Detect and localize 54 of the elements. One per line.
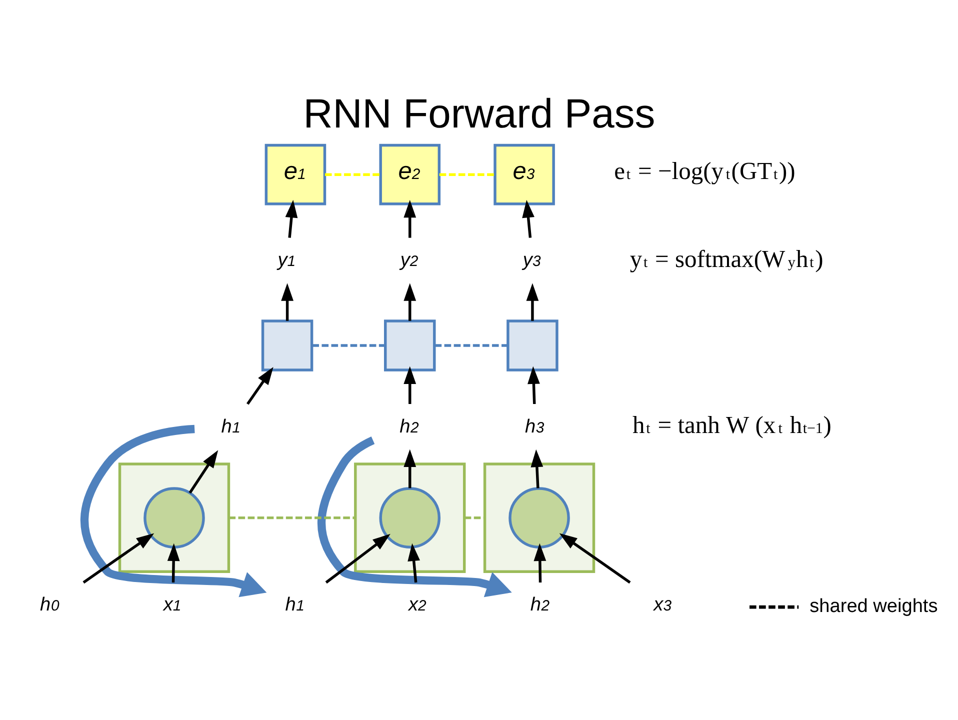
label: et = −log(yt(GTt)) (614, 158, 796, 185)
node-text: y2 (400, 250, 418, 271)
node-circle (144, 486, 205, 548)
arrow (285, 199, 298, 238)
arrow (528, 366, 540, 404)
node-text: x3 (654, 594, 672, 616)
node-text: h3 (524, 416, 544, 437)
arrow (404, 366, 416, 404)
cluster (483, 462, 596, 572)
diagram-title: RNN Forward Pass (303, 90, 656, 136)
arrow (404, 199, 416, 238)
connector (464, 516, 485, 519)
arrow (404, 282, 416, 320)
node-box: e1 (264, 143, 326, 205)
node-text: h0 (40, 594, 60, 616)
node-circle (508, 486, 570, 548)
node-circle (379, 486, 441, 548)
connector (434, 344, 508, 346)
arrow (318, 436, 512, 597)
cluster (354, 462, 466, 572)
arrow (404, 448, 416, 488)
node-text: h2 (400, 416, 419, 437)
arrow (530, 448, 544, 488)
node-text: h1 (285, 594, 304, 616)
arrow (167, 542, 180, 582)
arrow (188, 450, 218, 494)
arrow (325, 533, 390, 584)
node-text: h1 (221, 416, 240, 437)
arrow (526, 282, 539, 320)
arrow (246, 366, 274, 404)
node-text: y3 (522, 250, 541, 271)
node-text: h2 (530, 594, 550, 616)
arrow (534, 542, 546, 582)
connector (439, 172, 494, 176)
connector (312, 344, 386, 346)
node-text: x2 (408, 594, 426, 616)
arrow (80, 424, 267, 597)
node-box (506, 319, 558, 371)
node-text: y1 (278, 250, 296, 271)
legend-label: shared weights (810, 596, 938, 617)
node-text: x1 (163, 594, 182, 616)
arrow (408, 542, 420, 582)
node-box: e2 (379, 143, 441, 205)
arrow (559, 532, 631, 584)
node-box (384, 319, 436, 371)
arrow (281, 282, 294, 320)
connector (324, 172, 380, 176)
node-box: e3 (494, 143, 555, 205)
node-box (261, 319, 314, 371)
arrow (522, 199, 534, 238)
label: yt = softmax(Wyht) (630, 246, 824, 273)
connector (228, 516, 356, 519)
label: ht = tanh W (xt ht−1) (632, 412, 832, 439)
arrow (82, 532, 154, 584)
